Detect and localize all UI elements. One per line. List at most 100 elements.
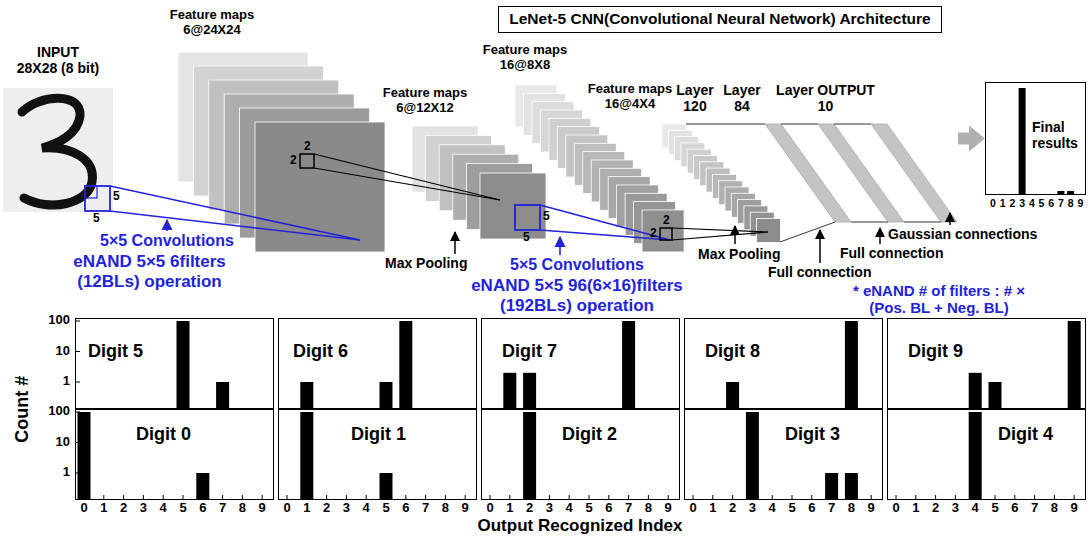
tick-label: 9 [659,501,677,516]
annotation: 5×5 Convolutions [100,232,234,250]
tick-label: 2 [115,501,133,516]
tick-label: 6 [1006,501,1024,516]
histogram-panel: Digit 2 [481,409,680,500]
tick-mark [306,495,307,499]
tick-label: 8 [233,501,251,516]
tick-label: 3 [1016,197,1028,209]
tick-mark [183,495,184,499]
node-label: Feature maps 6@12X12 [380,86,470,116]
tick-label: 9 [862,501,880,516]
tick-label: 3 [946,501,964,516]
bar [1067,191,1074,194]
tick-label: 0 [75,501,93,516]
histogram-bars [300,321,412,408]
tick-mark [648,495,649,499]
tick-label: 2 [318,501,336,516]
bar [78,412,91,499]
x-ticks [693,495,871,499]
tick-label: 0 [987,197,999,209]
pointer-arrow [166,220,168,231]
fc-bands [765,124,957,222]
kernel-size: 5 [543,210,550,224]
tick-mark [915,495,916,499]
tick-label: 0 [278,501,296,516]
tick-label: 100 [30,313,70,328]
bar [989,382,1002,408]
bar [746,412,759,499]
tick-label: 5 [580,501,598,516]
annotation: eNAND 5×5 6filters (12BLs) operation [52,252,247,291]
tick-label: 1 [30,374,70,389]
tick-label: 3 [743,501,761,516]
connection-line [781,124,818,125]
tick-mark [143,495,144,499]
tick-label: 1 [298,501,316,516]
tick-mark [326,495,327,499]
pooling-cone [314,154,500,200]
feature-map [255,122,385,252]
bar [177,321,190,408]
node-label: Digit 3 [785,424,855,445]
kernel-size: 5 [523,231,530,245]
x-ticks [490,495,668,499]
bar [196,473,209,499]
tick-label: 3 [540,501,558,516]
tick-label: 1 [997,197,1009,209]
connection-line [851,222,888,223]
tick-mark [163,495,164,499]
annotation: Max Pooling [385,255,467,271]
node-label: Digit 7 [502,341,572,362]
histogram-bars [746,412,858,499]
bar [845,473,858,499]
tick-label: 4 [1026,197,1038,209]
tick-mark [772,495,773,499]
pointer-arrow [949,213,951,225]
tick-label: 8 [436,501,454,516]
tick-label: 6 [600,501,618,516]
tick-mark [549,495,550,499]
tick-label: 3 [134,501,152,516]
kernel-window [85,186,110,211]
tick-mark [386,495,387,499]
tick-mark [262,495,263,499]
tick-mark [202,495,203,499]
histogram-panel: Digit 9 [887,318,1086,409]
tick-label: 5 [377,501,395,516]
bar [726,382,739,408]
pointer-arrow [879,228,881,244]
kernel-window [85,186,97,198]
tick-label: 2 [724,501,742,516]
annotation: Full connection [840,245,943,261]
histogram-panel: Digit 5 [75,318,274,409]
histogram-bars [726,321,858,408]
bar [399,321,412,408]
tick-label: 4 [560,501,578,516]
feature-map-stack [515,85,684,252]
tick-mark [792,495,793,499]
fc-layer-band [871,124,957,222]
tick-label: 1 [704,501,722,516]
tick-mark [1054,495,1055,499]
tick-label: 7 [1026,501,1044,516]
tick-label: 0 [887,501,905,516]
axis-title: Count # [12,359,33,459]
bar [1019,88,1026,194]
annotation: Max Pooling [698,246,780,262]
tick-mark [955,495,956,499]
x-ticks [287,495,465,499]
input-image: INPUT 28X28 (8 bit) [3,44,113,212]
tick-mark [465,495,466,499]
tick-label: 6 [803,501,821,516]
tick-mark [935,495,936,499]
tick-label: 0 [684,501,702,516]
tick-mark [871,495,872,499]
handwritten-digit [22,98,92,205]
tick-mark [287,495,288,499]
tick-mark [693,495,694,499]
node-label: Digit 9 [908,341,978,362]
tick-mark [608,495,609,499]
bar [969,373,982,408]
histogram-panel: Digit 7 [481,318,680,409]
histogram-bars [969,412,982,499]
tick-mark [405,495,406,499]
